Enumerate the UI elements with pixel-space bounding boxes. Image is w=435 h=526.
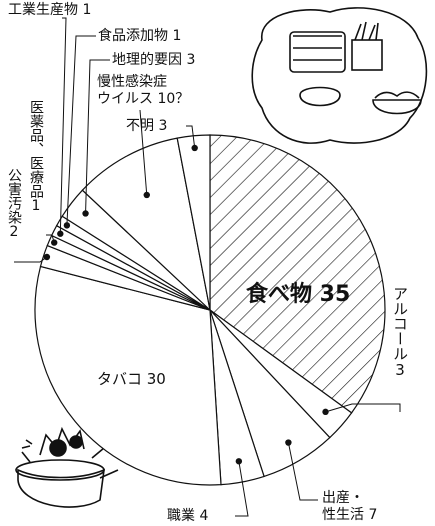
trash-illustration	[15, 426, 119, 508]
label-birth-line2: 性生活 7	[322, 507, 378, 523]
leader-line-7	[85, 59, 110, 214]
leader-dots	[43, 144, 329, 465]
leader-dot-7	[82, 210, 89, 217]
food-illustration	[251, 7, 428, 144]
leader-line-2	[235, 461, 249, 517]
leader-line-0	[325, 403, 401, 413]
leader-dot-3	[43, 253, 51, 261]
leader-dot-4	[51, 239, 58, 246]
leader-dot-8	[143, 191, 150, 199]
leader-lines	[14, 17, 401, 517]
label-work: 職業 4	[167, 508, 209, 524]
label-pollution: 公害汚染2	[6, 168, 22, 240]
label-medicine: 医薬品、医療品1	[28, 100, 44, 214]
label-virus-line1: 慢性感染症	[97, 74, 167, 90]
pie-slice-0	[209, 134, 386, 414]
pie-slice-4	[34, 265, 222, 486]
label-alcohol: アルコール3	[391, 286, 409, 379]
pie-slices	[34, 134, 386, 486]
leader-dot-9	[191, 144, 198, 152]
label-birth-line1: 出産・	[322, 490, 364, 506]
leader-line-5	[59, 17, 67, 234]
label-virus-line2: ウイルス 10？	[97, 91, 190, 107]
leader-dot-1	[285, 439, 292, 446]
leader-dot-0	[322, 408, 329, 416]
leader-line-9	[186, 125, 196, 149]
leader-dot-2	[235, 458, 243, 465]
label-tobacco: タバコ 30	[97, 370, 166, 388]
leader-line-1	[287, 442, 318, 501]
leader-dot-6	[63, 222, 71, 229]
label-additive: 食品添加物 1	[98, 28, 182, 44]
label-food: 食べ物 35	[246, 282, 351, 307]
leader-line-6	[66, 35, 96, 226]
leader-line-8	[139, 109, 148, 196]
leader-dot-5	[57, 230, 64, 237]
label-geographic: 地理的要因 3	[112, 52, 196, 68]
label-industrial: 工業生産物 1	[8, 2, 92, 18]
label-unknown: 不明 3	[126, 118, 168, 134]
pie-slice-10	[81, 137, 211, 312]
